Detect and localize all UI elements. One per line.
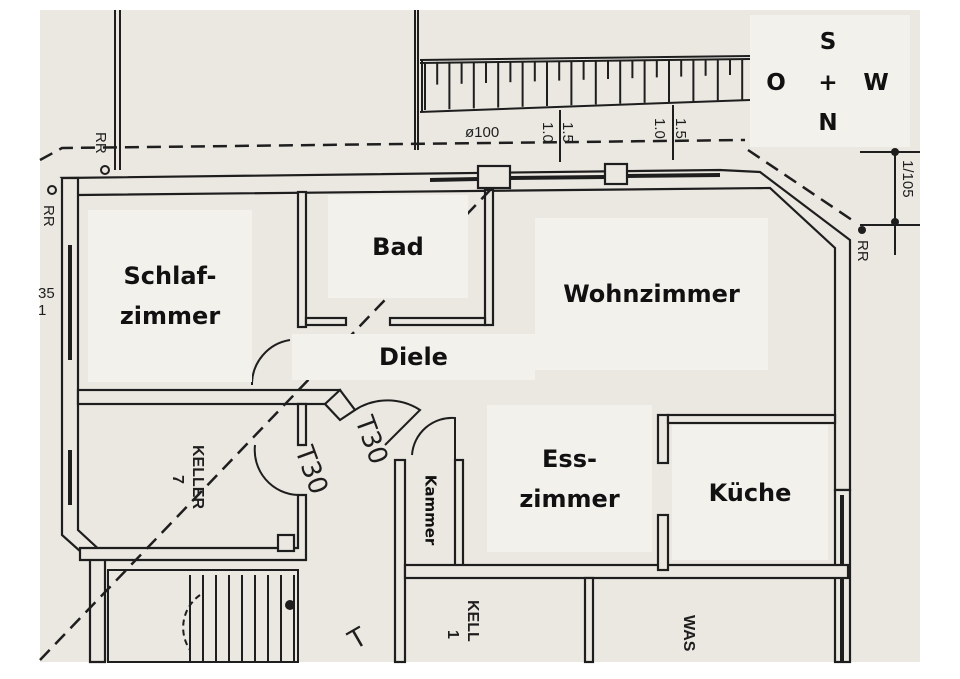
room-label: Wohnzimmer — [563, 280, 740, 308]
pipe-label: ø100 — [465, 124, 499, 141]
door-swing — [354, 399, 422, 446]
staircase — [107, 569, 299, 663]
room-schlafzimmer: Schlaf- zimmer — [88, 210, 252, 382]
compass-south: S — [819, 29, 837, 55]
room-diele: Diele — [292, 334, 535, 380]
room-wohnzimmer: Wohnzimmer — [535, 218, 768, 370]
rr-label: RR — [92, 132, 109, 154]
slope-label: 1.0 — [651, 118, 668, 139]
wall-schlaf-keller — [76, 388, 342, 406]
slope-label: 1.5 — [559, 122, 576, 143]
room-esszimmer: Ess- zimmer — [487, 405, 652, 552]
room-label: Ess- — [542, 444, 597, 473]
room-kueche: Küche — [672, 425, 828, 560]
wall-keller7 — [78, 493, 308, 562]
waschkueche-label: WAS — [680, 615, 697, 652]
compass-north: N — [818, 110, 838, 136]
door-swing — [253, 444, 299, 496]
room-label: Schlaf- — [123, 262, 217, 290]
keller-7-number: 7 — [169, 475, 186, 484]
compass-east: O — [766, 70, 786, 96]
slope-label: 1.0 — [539, 122, 556, 143]
room-label: Kammer — [421, 474, 440, 546]
door-rating-label: T30 — [348, 411, 393, 468]
keller-1-label: KELL — [464, 600, 481, 642]
outer-wall-east — [60, 176, 107, 664]
keller-7-label: KELLER — [189, 445, 206, 509]
door-swing — [411, 416, 456, 460]
door-rating-label: T30 — [288, 441, 333, 498]
dimension-label: 35 — [38, 285, 55, 302]
dimension-label: 1 — [38, 302, 46, 319]
door-rating-label: T — [343, 622, 373, 656]
wall-diele-kammer — [393, 458, 407, 664]
wall-schlaf-bad — [296, 190, 308, 329]
rr-label: RR — [40, 205, 57, 227]
room-label: Diele — [379, 343, 448, 371]
compass: S O + W N — [750, 15, 910, 147]
rr-label: RR — [854, 240, 871, 262]
wall-bad-wohn — [483, 188, 495, 327]
room-bad: Bad — [328, 195, 468, 298]
room-kammer: Kammer — [408, 465, 452, 555]
sewer-line — [39, 138, 746, 162]
room-label: Küche — [708, 478, 792, 507]
slope-label: 1.5 — [672, 118, 689, 139]
compass-center: + — [818, 70, 838, 96]
room-label: Bad — [372, 232, 424, 261]
fence-ruler — [419, 55, 751, 113]
compass-west: W — [863, 70, 889, 96]
keller-1-number: 1 — [444, 630, 461, 639]
dimension-label: 1/105 — [899, 160, 916, 198]
door-swing — [250, 339, 291, 386]
room-label: zimmer — [519, 484, 620, 513]
wall-keller1 — [403, 563, 850, 580]
wall-kueche — [666, 413, 837, 425]
room-label: zimmer — [119, 302, 221, 330]
